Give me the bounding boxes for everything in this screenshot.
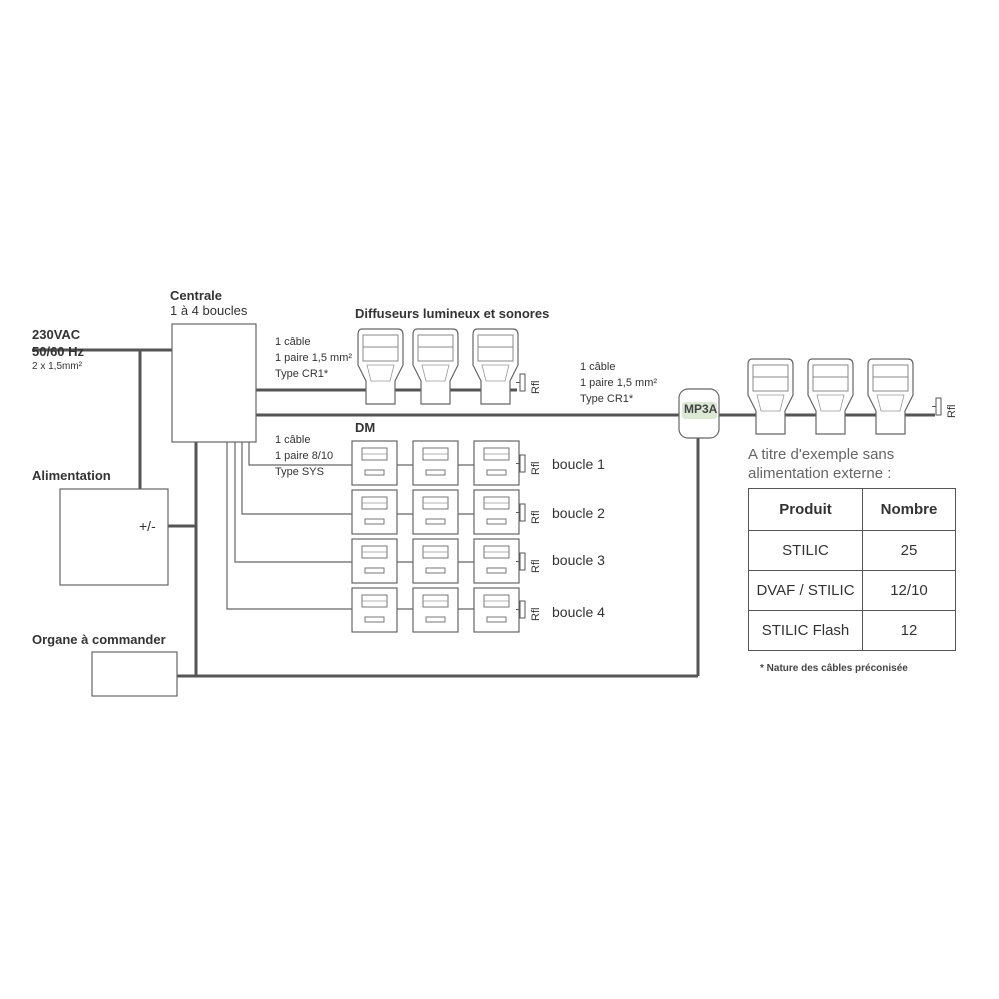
mp3a-label-bg bbox=[682, 402, 717, 419]
example-caption-line1: A titre d'exemple sans bbox=[748, 446, 895, 463]
dm-2-2 bbox=[412, 489, 459, 535]
cable-cr1-right-spec: 1 câble 1 paire 1,5 mm² Type CR1* bbox=[580, 361, 658, 405]
organe-title: Organe à commander bbox=[32, 632, 166, 647]
footnote: * Nature des câbles préconisée bbox=[760, 663, 908, 674]
rfl-label-loop3: Rfl bbox=[530, 559, 542, 573]
dm-2-1 bbox=[351, 489, 398, 535]
section-label: 2 x 1,5mm² bbox=[32, 361, 83, 372]
cell-produit: DVAF / STILIC bbox=[748, 570, 863, 611]
voltage-label: 230VAC bbox=[32, 327, 81, 342]
dm-4-1 bbox=[351, 587, 398, 633]
table-header-row: Produit Nombre bbox=[748, 488, 956, 531]
centrale-box bbox=[171, 323, 257, 443]
dm-2-3 bbox=[473, 489, 520, 535]
dm-1-1 bbox=[351, 440, 398, 486]
dm-1-3 bbox=[473, 440, 520, 486]
rfl-label-right: Rfl bbox=[946, 404, 958, 418]
example-caption-line2: alimentation externe : bbox=[748, 465, 892, 482]
rfl-label-loop4: Rfl bbox=[530, 607, 542, 621]
cell-nombre: 25 bbox=[862, 530, 956, 571]
table-row: DVAF / STILIC 12/10 bbox=[748, 570, 956, 611]
diffuseurs-title: Diffuseurs lumineux et sonores bbox=[355, 306, 550, 321]
loop-label-3: boucle 3 bbox=[552, 552, 605, 568]
alimentation-polarity: +/- bbox=[139, 518, 156, 534]
alimentation-box bbox=[59, 488, 169, 586]
centrale-subtitle: 1 à 4 boucles bbox=[170, 303, 248, 318]
alimentation-title: Alimentation bbox=[32, 468, 111, 483]
loop-label-2: boucle 2 bbox=[552, 505, 605, 521]
cable-cr1-spec: 1 câble 1 paire 1,5 mm² Type CR1* bbox=[275, 336, 353, 380]
mp3a-label: MP3A bbox=[684, 402, 718, 416]
rfl-label-diffuseurs: Rfl bbox=[530, 380, 542, 394]
diffuseur-4 bbox=[747, 358, 794, 435]
cable-sys-spec: 1 câble 1 paire 8/10 Type SYS bbox=[275, 434, 334, 478]
table-row: STILIC Flash 12 bbox=[748, 610, 956, 651]
cell-nombre: 12/10 bbox=[862, 570, 956, 611]
loop-label-1: boucle 1 bbox=[552, 456, 605, 472]
cell-nombre: 12 bbox=[862, 610, 956, 651]
rfl-label-loop2: Rfl bbox=[530, 510, 542, 524]
rfl-resistor-diffuseurs bbox=[515, 373, 526, 392]
example-table: Produit Nombre STILIC 25 DVAF / STILIC 1… bbox=[748, 488, 956, 651]
dm-3-1 bbox=[351, 538, 398, 584]
cell-produit: STILIC Flash bbox=[748, 610, 863, 651]
frequency-label: 50/60 Hz bbox=[32, 344, 85, 359]
centrale-title: Centrale bbox=[170, 288, 223, 303]
dm-4-3 bbox=[473, 587, 520, 633]
diffuseur-3 bbox=[472, 328, 519, 405]
diffuseur-2 bbox=[412, 328, 459, 405]
dm-3-3 bbox=[473, 538, 520, 584]
dm-title: DM bbox=[355, 420, 376, 435]
organe-box bbox=[91, 651, 178, 697]
rfl-resistor-right bbox=[931, 397, 942, 416]
header-nombre: Nombre bbox=[862, 488, 956, 531]
diffuseur-5 bbox=[807, 358, 854, 435]
rfl-label-loop1: Rfl bbox=[530, 461, 542, 475]
diffuseur-1 bbox=[357, 328, 404, 405]
table-row: STILIC 25 bbox=[748, 530, 956, 571]
dm-3-2 bbox=[412, 538, 459, 584]
dm-4-2 bbox=[412, 587, 459, 633]
header-produit: Produit bbox=[748, 488, 863, 531]
loop-label-4: boucle 4 bbox=[552, 604, 605, 620]
cell-produit: STILIC bbox=[748, 530, 863, 571]
dm-1-2 bbox=[412, 440, 459, 486]
diffuseur-6 bbox=[867, 358, 914, 435]
